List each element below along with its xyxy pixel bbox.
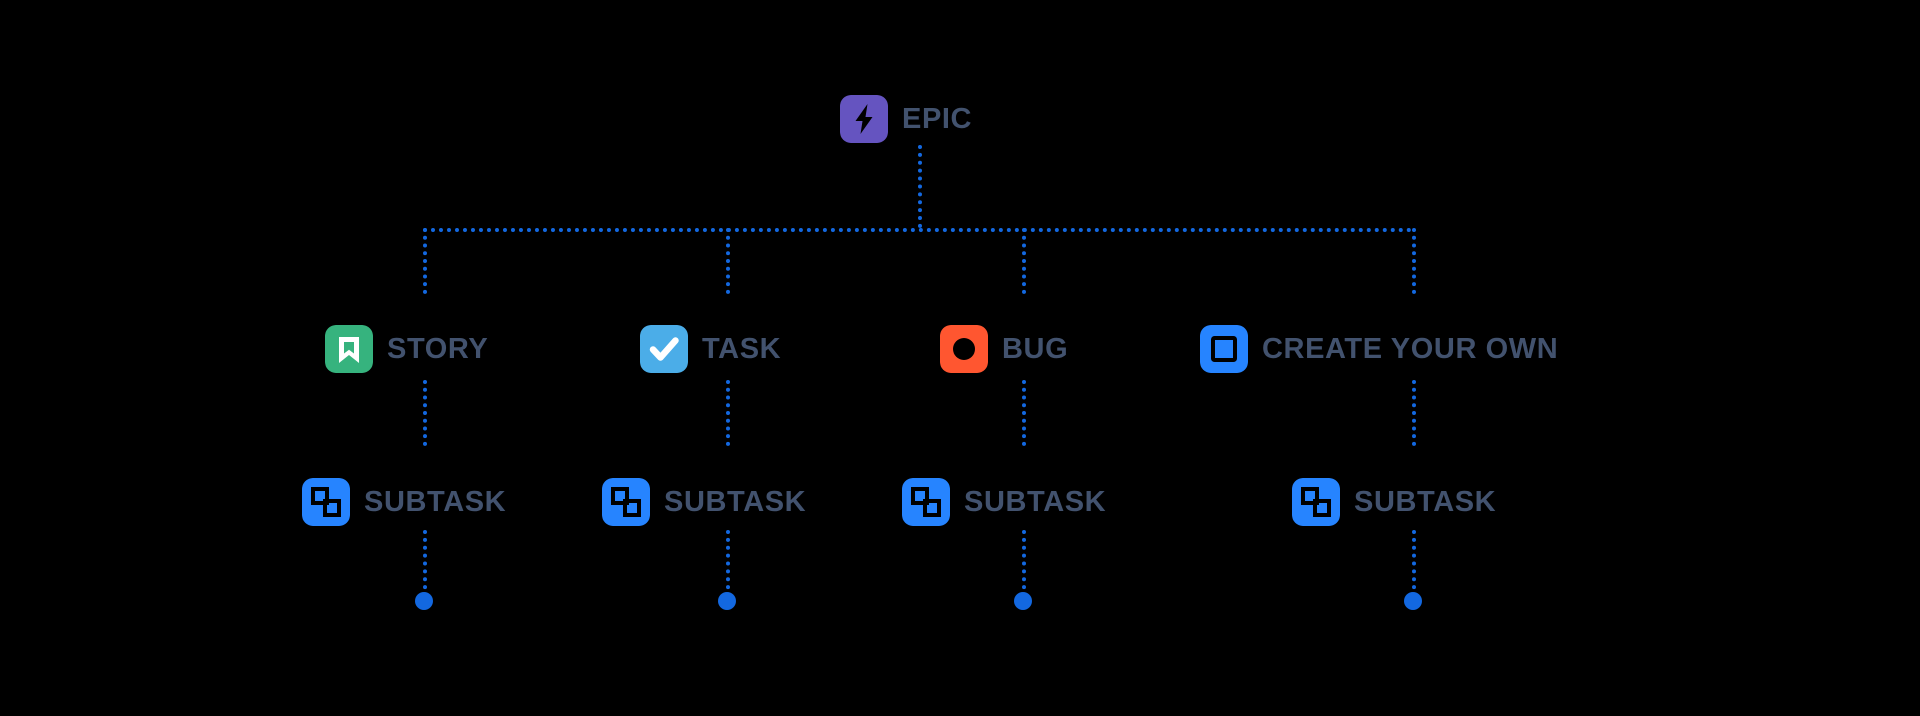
task-check-icon	[640, 325, 688, 373]
subtask-icon	[902, 478, 950, 526]
connector-bus-to-create-your-own	[1412, 228, 1416, 294]
end-dot-subtask-1	[415, 592, 433, 610]
node-bug-label: BUG	[1002, 332, 1069, 365]
connector-create-your-own-to-subtask	[1412, 380, 1416, 446]
epic-lightning-icon	[840, 95, 888, 143]
node-bug[interactable]: BUG	[940, 325, 1068, 373]
node-subtask-3[interactable]: SUBTASK	[902, 478, 1106, 526]
connector-bug-to-subtask	[1022, 380, 1026, 446]
node-subtask-4[interactable]: SUBTASK	[1292, 478, 1496, 526]
connector-subtask-3-tail	[1022, 530, 1026, 605]
subtask-icon	[602, 478, 650, 526]
node-create-your-own-label: CREATE YOUR OWN	[1262, 332, 1559, 365]
node-subtask-2-label: SUBTASK	[664, 485, 807, 518]
story-bookmark-icon	[325, 325, 373, 373]
connector-horizontal-bus	[423, 228, 1412, 232]
end-dot-subtask-2	[718, 592, 736, 610]
connector-epic-stem	[918, 145, 922, 228]
node-subtask-2[interactable]: SUBTASK	[602, 478, 806, 526]
node-story-label: STORY	[387, 332, 489, 365]
connector-bus-to-task	[726, 228, 730, 294]
connector-subtask-1-tail	[423, 530, 427, 605]
subtask-icon	[302, 478, 350, 526]
connector-task-to-subtask	[726, 380, 730, 446]
node-task-label: TASK	[702, 332, 782, 365]
connector-bus-to-bug	[1022, 228, 1026, 294]
node-epic-label: EPIC	[902, 102, 973, 135]
end-dot-subtask-4	[1404, 592, 1422, 610]
subtask-icon	[1292, 478, 1340, 526]
bug-circle-icon	[940, 325, 988, 373]
end-dot-subtask-3	[1014, 592, 1032, 610]
node-task[interactable]: TASK	[640, 325, 781, 373]
node-subtask-1[interactable]: SUBTASK	[302, 478, 506, 526]
node-epic[interactable]: EPIC	[840, 95, 972, 143]
node-story[interactable]: STORY	[325, 325, 488, 373]
connector-subtask-2-tail	[726, 530, 730, 605]
create-your-own-square-icon	[1200, 325, 1248, 373]
node-subtask-3-label: SUBTASK	[964, 485, 1107, 518]
connector-bus-to-story	[423, 228, 427, 294]
node-create-your-own[interactable]: CREATE YOUR OWN	[1200, 325, 1558, 373]
connector-story-to-subtask	[423, 380, 427, 446]
node-subtask-4-label: SUBTASK	[1354, 485, 1497, 518]
node-subtask-1-label: SUBTASK	[364, 485, 507, 518]
connector-subtask-4-tail	[1412, 530, 1416, 605]
